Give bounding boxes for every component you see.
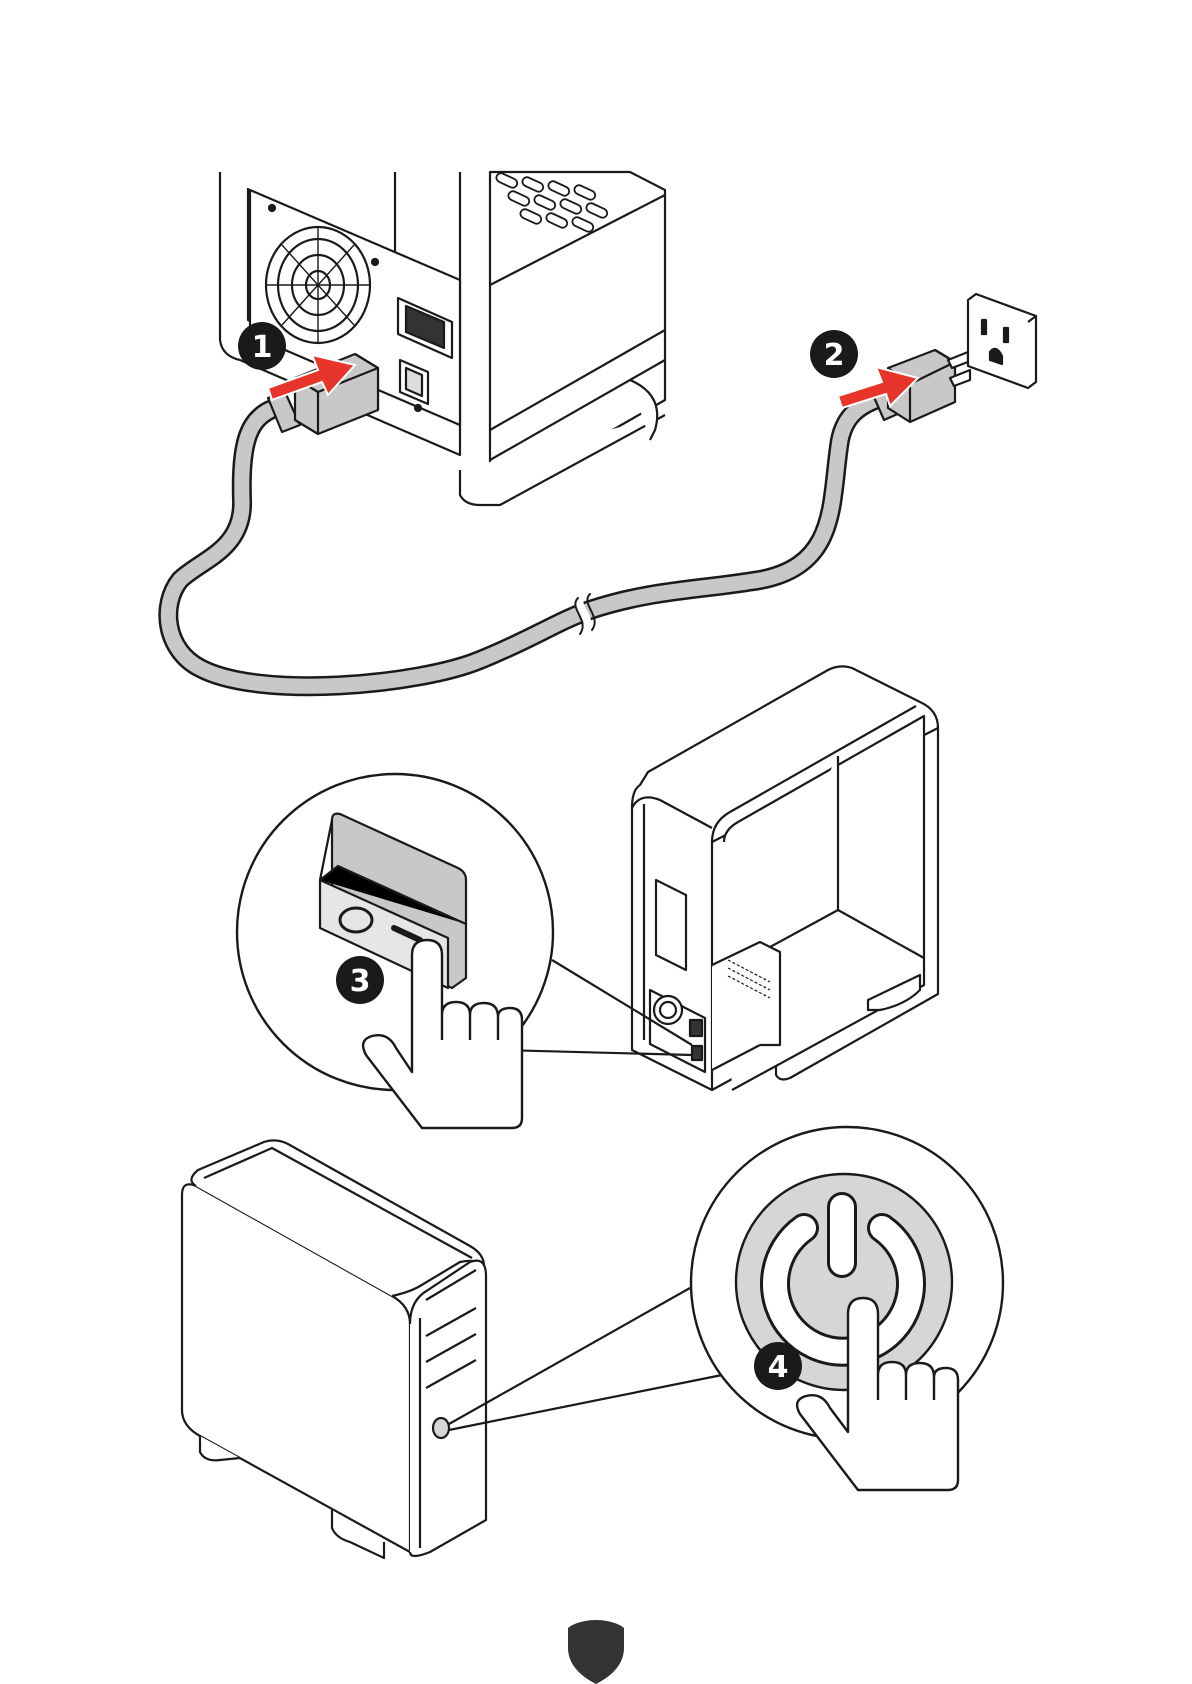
step-number-1: 1 <box>252 330 273 365</box>
step-badge-3: 3 <box>336 956 384 1004</box>
step-number-4: 4 <box>768 1350 789 1385</box>
step-number-3: 3 <box>350 964 371 999</box>
step-badge-2: 2 <box>810 330 858 378</box>
tower-case <box>182 1140 486 1558</box>
step-badge-4: 4 <box>754 1342 802 1390</box>
step-number-2: 2 <box>824 338 845 373</box>
callout-lines-4 <box>449 1288 722 1430</box>
zoom-circle-4: 4 <box>691 1127 1003 1490</box>
psu-assembly <box>220 172 665 505</box>
case-rear-view <box>632 666 938 1090</box>
psu-fan <box>266 227 370 343</box>
step-badge-1: 1 <box>238 322 286 370</box>
shield-icon <box>568 1620 624 1684</box>
wall-outlet <box>968 294 1036 388</box>
zoom-circle-3: 3 <box>237 774 553 1128</box>
